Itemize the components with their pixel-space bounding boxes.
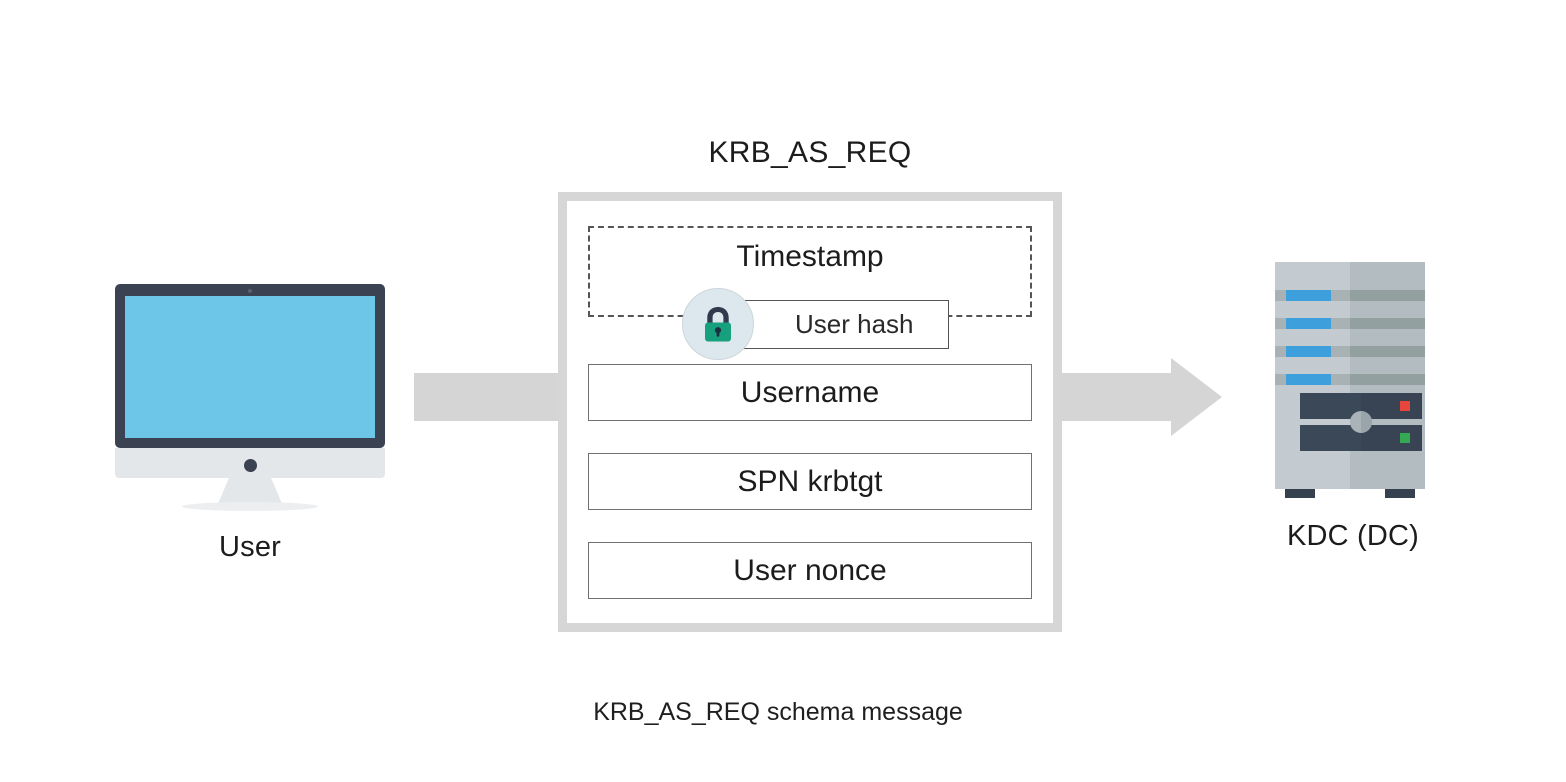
kdc-node: KDC (DC) (1248, 258, 1458, 558)
user-nonce-field-box: User nonce (588, 542, 1032, 599)
user-to-message-bar (414, 373, 560, 421)
monitor-stand (217, 478, 283, 506)
monitor-base (182, 502, 318, 511)
timestamp-field-label: Timestamp (736, 240, 884, 273)
username-field-box: Username (588, 364, 1032, 421)
user-node: User (110, 278, 390, 563)
user-hash-key-box: User hash (732, 300, 949, 349)
server-status-led-red (1400, 401, 1410, 411)
server-status-led-green (1400, 433, 1410, 443)
lock-icon (682, 288, 754, 360)
monitor-screen (125, 296, 375, 438)
page-title: KRB_AS_REQ (708, 136, 912, 169)
server-stripe (1275, 346, 1425, 357)
server-led-bar (1286, 318, 1331, 329)
server-foot (1285, 489, 1315, 498)
kdc-node-label: KDC (DC) (1286, 520, 1420, 552)
server-stripe (1275, 374, 1425, 385)
spn-krbtgt-field-box: SPN krbtgt (588, 453, 1032, 510)
arrow-head (1171, 358, 1222, 436)
server-stripe (1275, 290, 1425, 301)
server-led-bar (1286, 374, 1331, 385)
message-to-kdc-arrow (1058, 358, 1222, 436)
server-drive-panel (1300, 393, 1422, 451)
server-led-bar (1286, 290, 1331, 301)
krb-as-req-message-box: Timestamp User hash Username SPN krbtgt … (558, 192, 1062, 632)
server-tower-icon (1275, 262, 1425, 489)
desktop-monitor-icon (115, 284, 385, 448)
monitor-power-dot (243, 459, 257, 472)
server-knob (1350, 411, 1372, 433)
monitor-camera-dot (248, 289, 252, 293)
arrow-shaft (1058, 373, 1176, 421)
server-stripe (1275, 318, 1425, 329)
server-foot (1385, 489, 1415, 498)
figure-caption: KRB_AS_REQ schema message (593, 698, 963, 726)
user-node-label: User (218, 531, 282, 563)
server-led-bar (1286, 346, 1331, 357)
